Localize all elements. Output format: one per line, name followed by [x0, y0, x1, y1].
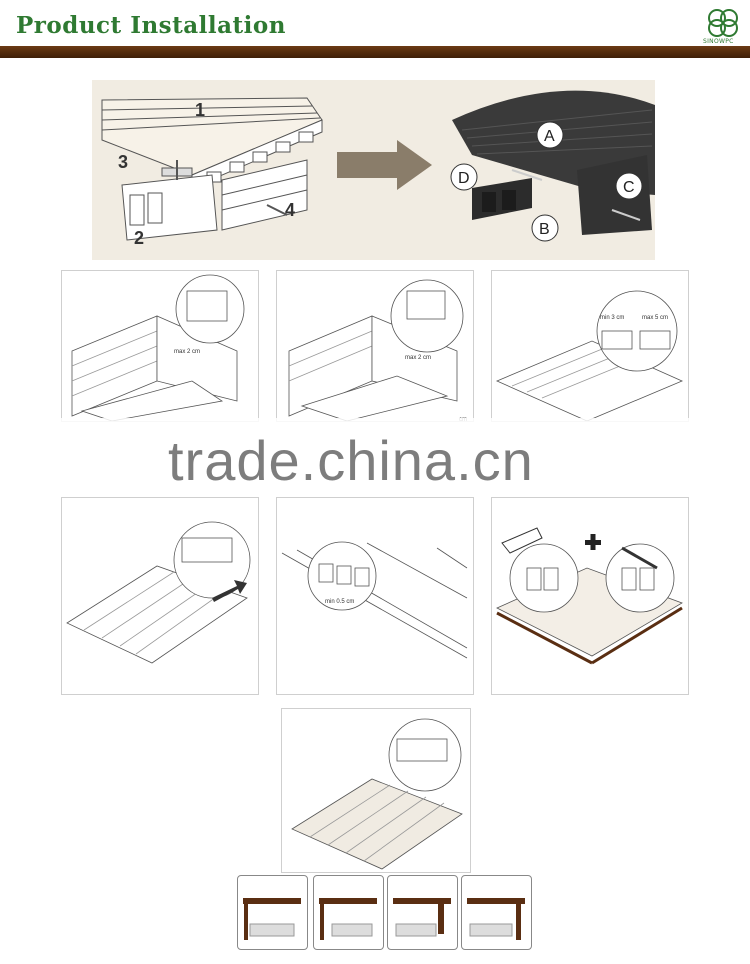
step-3-note-left: min 3 cm: [600, 315, 624, 321]
hero-label-a: A: [544, 128, 555, 145]
hero-label-c: C: [623, 179, 635, 196]
step-2-note: max 2 cm: [405, 355, 431, 361]
hero-label-4: 4: [285, 200, 295, 220]
drill-icon: [501, 527, 543, 554]
edge-finish-thumb-1: [237, 875, 308, 950]
step-4-panel: [61, 497, 259, 695]
plus-icon: [585, 534, 601, 550]
step-2-panel: max 2 cm cm: [276, 270, 474, 422]
watermark-band: [0, 418, 750, 504]
hero-exploded-diagram: 1 2 3 4 A B: [92, 80, 655, 260]
watermark-text: trade.china.cn: [168, 429, 534, 492]
brand-logo-text: SINOWPC: [703, 38, 734, 45]
step-6-panel: [491, 497, 689, 695]
edge-finish-thumb-2: [313, 875, 384, 950]
screwdriver-icon: [621, 546, 658, 570]
hero-label-1: 1: [195, 100, 205, 120]
brand-logo-icon: [708, 9, 738, 37]
step-1-panel: max 2 cm: [61, 270, 259, 422]
hero-label-d: D: [458, 170, 470, 187]
step-3-note-right: max 5 cm: [642, 315, 668, 321]
arrow-right-icon: [337, 140, 432, 190]
step-5-note: min 0.5 cm: [325, 599, 354, 605]
step-1-note: max 2 cm: [174, 349, 200, 355]
hero-label-3: 3: [118, 152, 128, 172]
hero-label-2: 2: [134, 228, 144, 248]
edge-finish-thumb-4: [461, 875, 532, 950]
step-3-panel: min 3 cm max 5 cm: [491, 270, 689, 422]
edge-finish-thumb-3: [387, 875, 458, 950]
hero-label-b: B: [539, 221, 550, 238]
page-title: Product Installation: [16, 12, 286, 39]
page-header: Product Installation SINOWPC: [0, 0, 750, 62]
header-divider: [0, 46, 750, 58]
step-5-panel: min 0.5 cm: [276, 497, 474, 695]
step-7-panel: [281, 708, 471, 873]
